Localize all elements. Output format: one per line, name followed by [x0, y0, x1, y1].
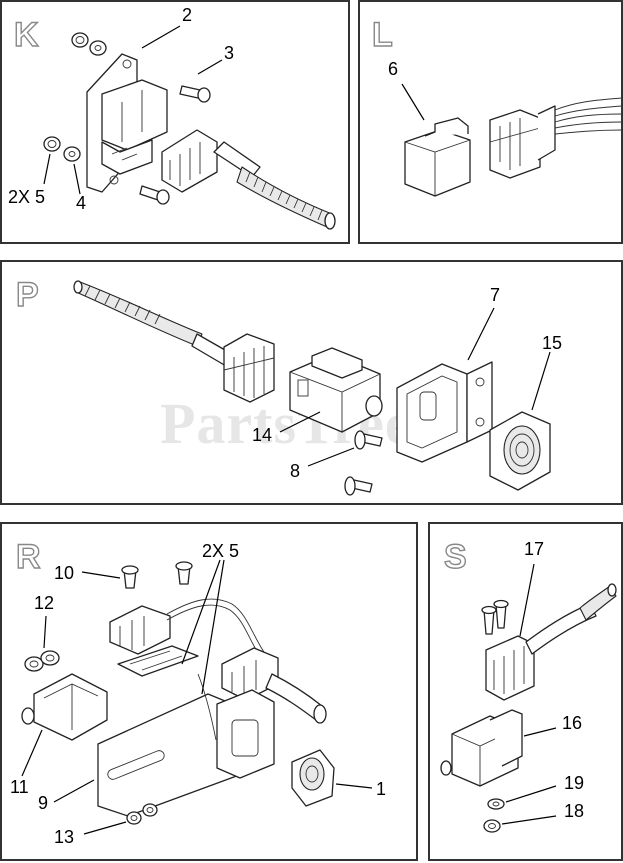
- callout-18: 18: [564, 801, 585, 821]
- panel-k-drawing: [43, 25, 336, 230]
- panel-label-r: R: [15, 538, 41, 576]
- callout-2: 2: [182, 5, 193, 25]
- relay-block-icon: [440, 709, 523, 787]
- panel-r-drawing: [21, 559, 373, 835]
- callout-19: 19: [564, 773, 585, 793]
- panel-r: R: [0, 522, 418, 861]
- nut-icon: [483, 819, 501, 833]
- callout-7: 7: [490, 285, 501, 305]
- panel-p: P PartsTree TM: [0, 260, 623, 505]
- connector-icon: [161, 129, 218, 193]
- callout-6: 6: [388, 59, 399, 79]
- nut-icon: [71, 32, 89, 48]
- nut-icon: [126, 811, 142, 825]
- panel-label-p: P: [15, 276, 39, 314]
- pin-icon: [344, 476, 373, 496]
- connector-plug-icon: [489, 105, 556, 179]
- relay-bracket-icon: [86, 53, 168, 193]
- washer-icon: [487, 798, 505, 810]
- grommet-icon: [291, 749, 335, 807]
- pin-icon: [481, 605, 497, 635]
- callout-11: 11: [10, 777, 29, 797]
- screw-icon: [139, 185, 170, 205]
- wire-leads-icon: [554, 97, 623, 135]
- callout-10: 10: [54, 563, 75, 583]
- washer-icon: [142, 803, 158, 817]
- nut-icon: [43, 136, 61, 152]
- callout-3: 3: [224, 43, 235, 63]
- callout-8: 8: [290, 461, 301, 481]
- wire-harness-icon: [213, 141, 336, 230]
- connector-housing-icon: [404, 117, 471, 197]
- callout-12: 12: [34, 593, 55, 613]
- callout-2x5: 2X 5: [8, 187, 46, 207]
- grommet-icon: [489, 411, 551, 491]
- callout-1: 1: [376, 779, 387, 799]
- relay-plate-icon: [117, 645, 199, 677]
- callout-16: 16: [562, 713, 583, 733]
- relay-socket-icon: [21, 673, 108, 741]
- callout-4: 4: [76, 193, 87, 213]
- panel-s-drawing: [440, 563, 617, 833]
- wire-harness-icon: [265, 673, 327, 724]
- callout-15: 15: [542, 333, 563, 353]
- pin-icon: [175, 561, 193, 585]
- nut-icon: [24, 656, 44, 672]
- pin-icon: [354, 430, 383, 450]
- pin-icon: [121, 565, 139, 589]
- panel-k: K: [0, 0, 350, 244]
- connector-icon: [109, 598, 265, 657]
- wire-harness-icon: [73, 280, 233, 367]
- panel-l: L 6: [358, 0, 623, 244]
- pin-icon: [493, 599, 509, 629]
- screw-icon: [179, 85, 211, 103]
- washer-icon: [63, 146, 81, 162]
- panel-label-k: K: [13, 16, 39, 54]
- nut-icon: [40, 650, 60, 666]
- relay-block-icon: [289, 347, 383, 433]
- callout-2x5: 2X 5: [202, 541, 240, 561]
- connector-icon: [485, 635, 535, 701]
- mounting-plate-icon: [97, 673, 275, 817]
- wire-harness-icon: [525, 583, 617, 655]
- panel-label-s: S: [443, 538, 467, 576]
- panel-p-drawing: [73, 280, 551, 496]
- callout-13: 13: [54, 827, 75, 847]
- callout-14: 14: [252, 425, 273, 445]
- washer-icon: [89, 40, 107, 56]
- panel-label-l: L: [371, 16, 393, 54]
- callout-17: 17: [524, 539, 545, 559]
- panel-l-drawing: [401, 83, 623, 197]
- panel-s: S 17 16 19 18: [428, 522, 623, 861]
- mounting-bracket-icon: [396, 361, 493, 463]
- connector-icon: [223, 333, 275, 403]
- callout-9: 9: [38, 793, 49, 813]
